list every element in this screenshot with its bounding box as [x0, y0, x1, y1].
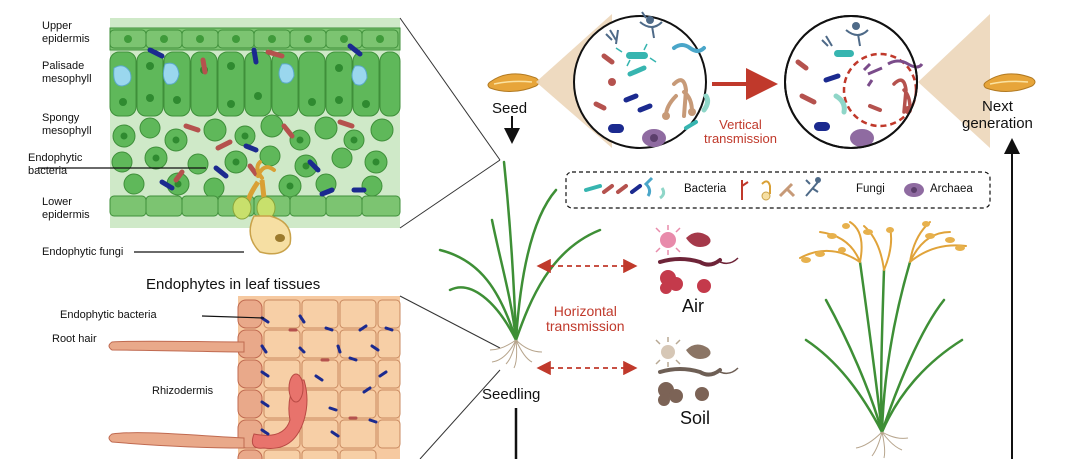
- seed-right: [983, 73, 1036, 92]
- air-microbes: [655, 225, 739, 294]
- legend-fungi-label: Fungi: [856, 183, 885, 195]
- label-seed: Seed: [492, 100, 528, 117]
- leaf-cross-section: [109, 18, 401, 255]
- mature-rice-plant: [799, 221, 967, 459]
- seedling-plant: [438, 160, 602, 342]
- label-leaf-endophytic-bacteria: Endophytic bacteria: [28, 152, 83, 177]
- label-lower-epidermis: Lower epidermis: [42, 196, 90, 221]
- label-soil: Soil: [680, 408, 711, 428]
- label-air: Air: [682, 296, 704, 316]
- label-rhizodermis: Rhizodermis: [152, 385, 214, 397]
- leaf-bacteria: [147, 43, 367, 197]
- legend-archaea-label: Archaea: [930, 183, 973, 195]
- palisade-mesophyll: [109, 51, 401, 117]
- label-root-endophytic-bacteria: Endophytic bacteria: [60, 309, 157, 321]
- legend-bacteria-icons: [584, 176, 666, 200]
- legend-fungi-icons: [741, 177, 821, 201]
- label-next-generation: Next generation: [962, 98, 1033, 132]
- label-horizontal-transmission: Horizontal transmission: [546, 303, 625, 334]
- circle-seed-microbes: [593, 11, 711, 147]
- magnify-cone-right: [918, 14, 990, 148]
- label-seedling: Seedling: [482, 386, 541, 403]
- circle-next-microbes: [795, 22, 924, 147]
- label-root-hair: Root hair: [52, 333, 97, 345]
- leaf-fungus: [232, 160, 292, 255]
- upper-epidermis: [109, 27, 401, 51]
- lower-epidermis: [109, 195, 401, 217]
- label-upper-epidermis: Upper epidermis: [42, 20, 90, 45]
- seedling-roots: [489, 339, 543, 369]
- label-endophytic-fungi: Endophytic fungi: [42, 246, 124, 258]
- root-cross-section: [108, 296, 401, 459]
- soil-microbes: [655, 337, 739, 406]
- legend-bacteria-label: Bacteria: [684, 183, 727, 195]
- legend-box: [565, 171, 991, 209]
- label-palisade-mesophyll: Palisade mesophyll: [42, 60, 92, 85]
- label-spongy-mesophyll: Spongy mesophyll: [42, 112, 92, 137]
- label-vertical-transmission: Vertical transmission: [704, 117, 777, 146]
- leaf-panel-title: Endophytes in leaf tissues: [146, 276, 321, 293]
- seed-left: [487, 73, 540, 92]
